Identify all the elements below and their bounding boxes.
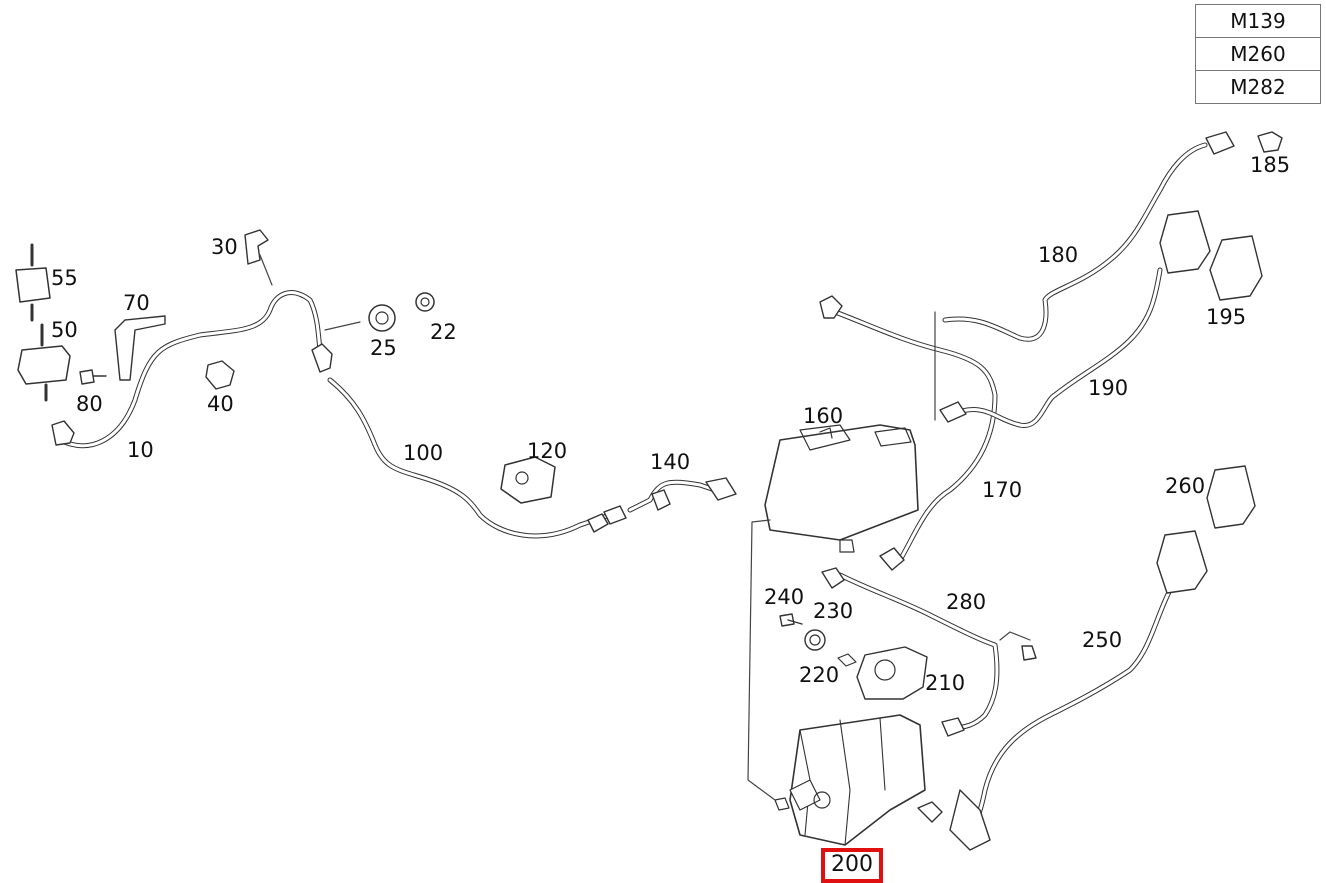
part-185[interactable] bbox=[1257, 131, 1283, 153]
callout-80[interactable]: 80 bbox=[76, 392, 103, 416]
callout-10[interactable]: 10 bbox=[127, 438, 154, 462]
hose-280[interactable] bbox=[821, 567, 1037, 737]
callout-240[interactable]: 240 bbox=[764, 585, 805, 609]
bracket-70[interactable] bbox=[114, 315, 166, 381]
sensor-260[interactable] bbox=[1206, 465, 1256, 529]
callout-185[interactable]: 185 bbox=[1250, 153, 1291, 177]
callout-260[interactable]: 260 bbox=[1165, 474, 1206, 498]
callout-22[interactable]: 22 bbox=[430, 320, 457, 344]
hose-10[interactable] bbox=[51, 290, 325, 449]
callout-70[interactable]: 70 bbox=[123, 291, 150, 315]
callout-180[interactable]: 180 bbox=[1038, 243, 1079, 267]
leader-lines bbox=[259, 254, 1031, 801]
filter-55[interactable] bbox=[15, 243, 51, 322]
hose-190[interactable] bbox=[939, 267, 1163, 428]
bolt-80[interactable] bbox=[79, 369, 107, 385]
clamp-22[interactable] bbox=[415, 292, 435, 312]
part-40[interactable] bbox=[205, 360, 235, 390]
callout-200-highlighted[interactable]: 200 bbox=[821, 848, 883, 883]
callout-100[interactable]: 100 bbox=[403, 441, 444, 465]
callout-195[interactable]: 195 bbox=[1206, 305, 1247, 329]
callout-50[interactable]: 50 bbox=[51, 318, 78, 342]
hose-100[interactable] bbox=[311, 343, 627, 539]
canister-200[interactable] bbox=[774, 714, 926, 846]
hose-250[interactable] bbox=[917, 587, 1173, 851]
callout-55[interactable]: 55 bbox=[51, 266, 78, 290]
callout-170[interactable]: 170 bbox=[982, 478, 1023, 502]
callout-160[interactable]: 160 bbox=[803, 404, 844, 428]
sensor-195[interactable] bbox=[1209, 235, 1263, 301]
connector-250[interactable] bbox=[1156, 530, 1208, 594]
callout-40[interactable]: 40 bbox=[207, 392, 234, 416]
engine-code: M139 bbox=[1195, 4, 1321, 38]
bolt-240[interactable] bbox=[779, 613, 803, 627]
hose-180[interactable] bbox=[942, 131, 1235, 342]
valve-210[interactable] bbox=[856, 646, 928, 700]
part-230[interactable] bbox=[804, 629, 826, 651]
tank-160[interactable] bbox=[764, 424, 919, 553]
callout-250[interactable]: 250 bbox=[1082, 628, 1123, 652]
callout-25[interactable]: 25 bbox=[370, 336, 397, 360]
filter-50[interactable] bbox=[17, 323, 71, 402]
connector-190[interactable] bbox=[1159, 210, 1211, 274]
part-220[interactable] bbox=[837, 653, 857, 667]
clamp-120[interactable] bbox=[500, 456, 556, 504]
engine-code-table: M139 M260 M282 bbox=[1195, 4, 1321, 104]
callout-120[interactable]: 120 bbox=[527, 439, 568, 463]
hose-170[interactable] bbox=[819, 295, 998, 571]
clamp-25[interactable] bbox=[368, 304, 396, 332]
callout-280[interactable]: 280 bbox=[946, 590, 987, 614]
callout-220[interactable]: 220 bbox=[799, 663, 840, 687]
engine-code: M260 bbox=[1195, 37, 1321, 71]
callout-210[interactable]: 210 bbox=[925, 671, 966, 695]
clip-30[interactable] bbox=[244, 229, 269, 265]
engine-code: M282 bbox=[1195, 70, 1321, 104]
callout-30[interactable]: 30 bbox=[211, 235, 238, 259]
callout-230[interactable]: 230 bbox=[813, 599, 854, 623]
callout-140[interactable]: 140 bbox=[650, 450, 691, 474]
callout-190[interactable]: 190 bbox=[1088, 376, 1129, 400]
hose-140[interactable] bbox=[627, 477, 737, 513]
